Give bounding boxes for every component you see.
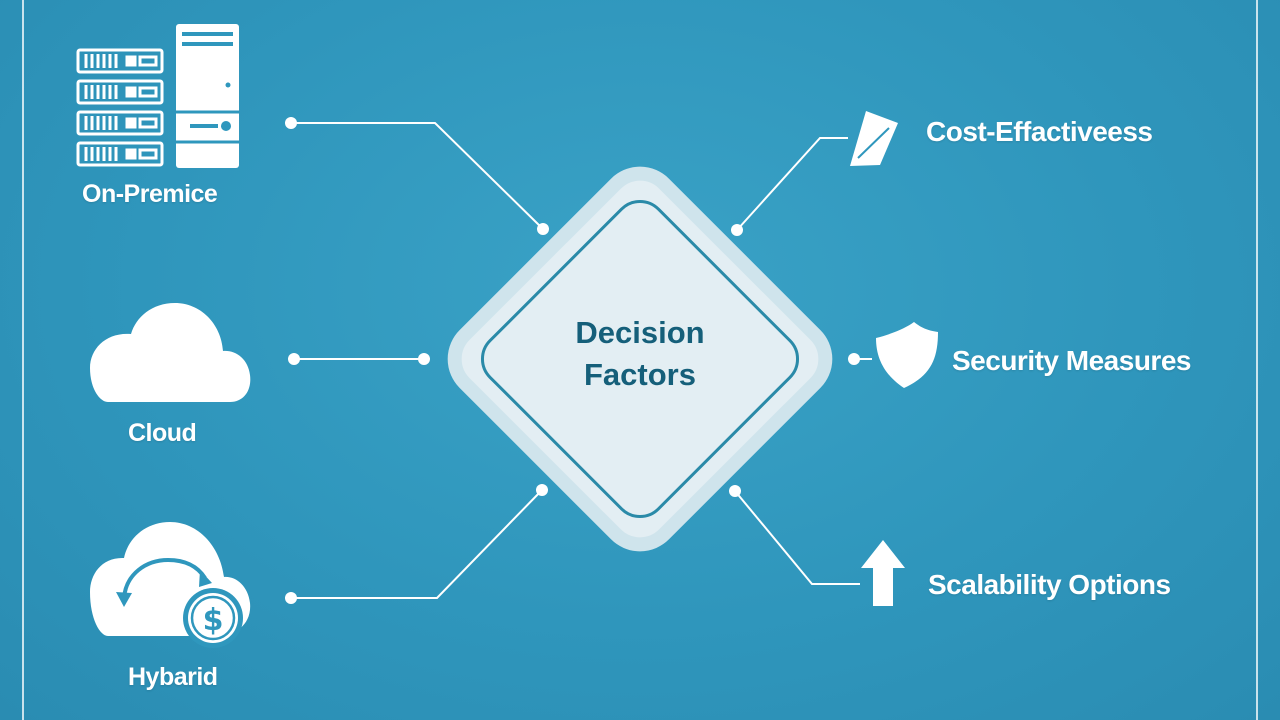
cloud-icon [90,303,251,402]
decision-diamond [447,166,833,552]
hybrid-cloud-dollar-icon: $ [90,522,251,648]
server-tower [176,24,239,168]
dot-hybrid-end [536,484,548,496]
label-scalability-options: Scalability Options [928,569,1171,600]
server-unit-4 [76,141,164,167]
dot-on-premise-end [537,223,549,235]
center-title: Decision Factors [540,312,740,396]
dot-on-premise-start [285,117,297,129]
center-title-line1: Decision [575,315,705,350]
label-security-measures: Security Measures [952,345,1191,376]
label-hybrid: Hybarid [128,663,218,691]
server-unit-2 [76,79,164,105]
center-title-line2: Factors [584,357,696,392]
server-rack-icon [76,24,239,168]
dot-cost-start [731,224,743,236]
dot-hybrid-start [285,592,297,604]
label-cloud: Cloud [128,419,197,447]
connector-hybrid [291,489,543,599]
dot-security-start [848,353,860,365]
server-unit-3 [76,110,164,136]
connector-cost [736,137,848,231]
connector-on-premise [291,122,544,230]
connector-scalability [734,490,860,585]
tag-icon [850,111,898,166]
sync-arrow [122,557,207,599]
frame-edge-right [1256,0,1258,720]
server-unit-1 [76,48,164,74]
dot-cloud-start [288,353,300,365]
svg-text:$: $ [203,603,224,638]
arrow-up-icon [861,540,905,606]
connector-lines [291,122,872,599]
label-cost-effectiveness: Cost-Effactiveess [926,116,1153,147]
dot-scalability-start [729,485,741,497]
connector-dots [285,117,860,604]
shield-icon [876,322,938,388]
label-on-premise: On-Premice [82,180,218,208]
dot-cloud-end [418,353,430,365]
frame-edge-left [22,0,24,720]
